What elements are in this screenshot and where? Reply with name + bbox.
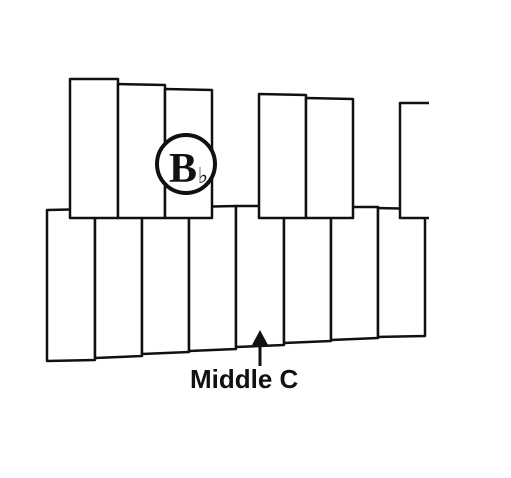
upper-key-1 [68, 77, 120, 220]
b-flat-letter: B [169, 146, 197, 192]
lower-key-1 [45, 207, 97, 363]
lower-key-2 [93, 206, 144, 360]
up-arrow-icon [252, 330, 268, 366]
flat-symbol: ♭ [198, 164, 208, 189]
lower-key-7 [329, 205, 380, 342]
lower-key-6 [282, 204, 333, 345]
b-flat-badge-circle [155, 133, 217, 195]
upper-key-5 [304, 96, 355, 220]
lower-key-row [45, 204, 429, 363]
b-flat-badge: B ♭ [155, 133, 217, 195]
lower-key-3 [140, 205, 191, 356]
upper-key-row [68, 77, 429, 220]
middle-c-label: Middle C [190, 364, 299, 394]
upper-key-4 [257, 92, 308, 220]
lower-key-8 [376, 206, 427, 339]
lower-key-4 [187, 204, 238, 353]
lower-key-5-middle-c [234, 204, 286, 349]
upper-key-6-partial [398, 101, 429, 220]
